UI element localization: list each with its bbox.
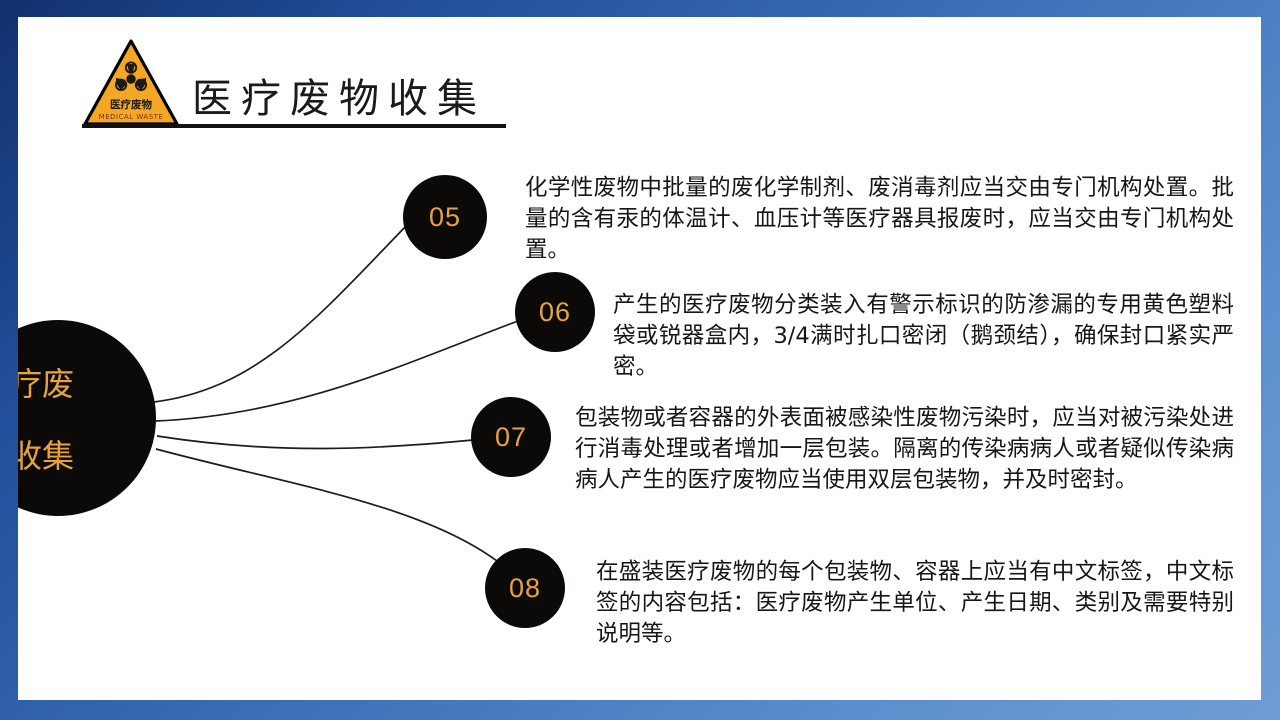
paragraph-07: 包装物或者容器的外表面被感染性废物污染时，应当对被污染处进行消毒处理或者增加一层…	[575, 405, 1234, 493]
paragraph-05: 化学性废物中批量的废化学制剂、废消毒剂应当交由专门机构处置。批量的含有汞的体温计…	[525, 175, 1234, 263]
hub-label: 医疗废物收集	[18, 348, 138, 492]
page-title: 医疗废物收集	[192, 76, 486, 122]
paragraph-08: 在盛装医疗废物的每个包装物、容器上应当有中文标签，中文标签的内容包括：医疗废物产…	[596, 559, 1234, 647]
node-number-05: 05	[428, 201, 462, 232]
slide-header: 医疗废物 MEDICAL WASTE 医疗废物收集	[82, 38, 542, 150]
node-circle-06[interactable]: 06	[515, 272, 595, 352]
node-circle-08[interactable]: 08	[485, 548, 565, 628]
connector-to-node-07	[156, 435, 474, 450]
node-number-08: 08	[508, 572, 542, 603]
slide-page: 医疗废物 MEDICAL WASTE 医疗废物收集 医疗废物收集 05	[18, 17, 1261, 700]
hub-label-line1: 医疗废	[18, 365, 75, 403]
connector-to-node-05	[153, 224, 408, 403]
sign-chinese-label: 医疗废物	[110, 98, 152, 111]
connector-lines	[153, 224, 519, 574]
central-hub-node[interactable]: 医疗废物收集	[18, 320, 156, 516]
node-number-06: 06	[538, 296, 572, 327]
node-circle-05[interactable]: 05	[403, 175, 487, 259]
paragraph-06: 产生的医疗废物分类装入有警示标识的防渗漏的专用黄色塑料袋或锐器盒内，3/4满时扎…	[613, 292, 1234, 380]
hub-label-line2: 物收集	[18, 437, 75, 475]
biohazard-warning-icon: 医疗废物 MEDICAL WASTE	[82, 38, 180, 128]
sign-english-label: MEDICAL WASTE	[99, 113, 164, 121]
connector-to-node-08	[155, 448, 513, 574]
title-underline-rule	[82, 124, 506, 128]
connector-to-node-06	[155, 320, 519, 422]
node-number-07: 07	[494, 421, 528, 452]
node-circle-07[interactable]: 07	[471, 397, 551, 477]
